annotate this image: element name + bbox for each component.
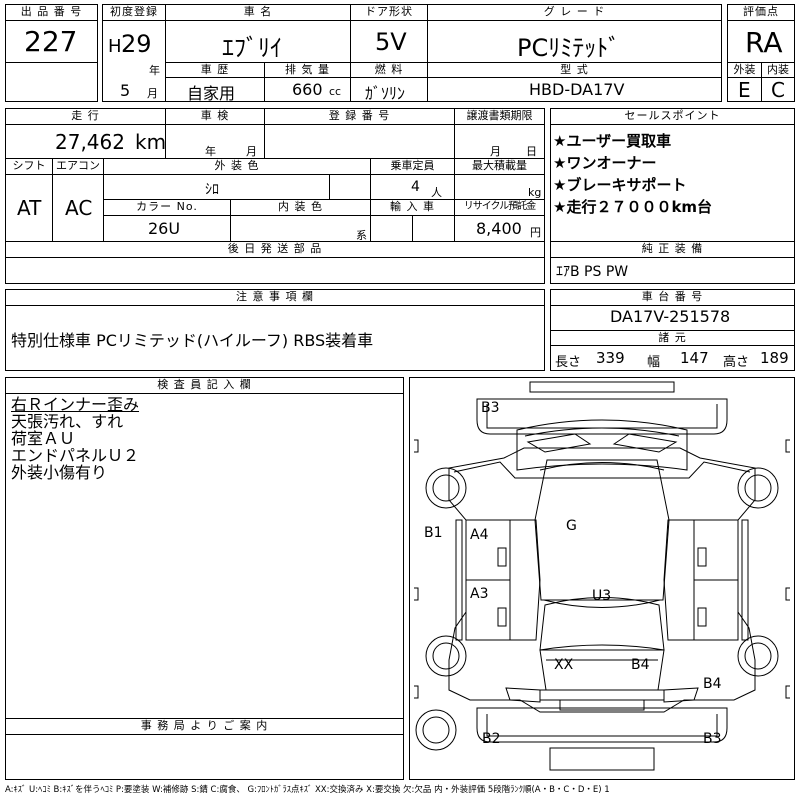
exterior-header: 外装 [733,63,756,76]
capacity-value: 4 [411,179,420,195]
damage-mark-u3: U3 [592,588,612,604]
insp-month-unit: 月 [246,145,257,158]
sales-point-4: ★走行２７０００km台 [553,198,713,216]
height-label: 高さ [723,355,750,370]
month-unit: 月 [147,87,158,100]
width-value: 147 [680,349,709,367]
import-header: 輸 入 車 [390,200,435,213]
notes-value: 特別仕様車 PCリミテッド(ハイルーフ) RBS装着車 [11,331,374,350]
first-reg-header: 初度登録 [110,5,158,18]
model-value: HBD-DA17V [529,80,625,99]
history-value: 自家用 [187,84,236,103]
shift-value: AT [17,196,42,220]
transfer-day-unit: 日 [526,145,537,158]
inspector-note-3: 荷室ＡＵ [11,429,76,448]
sales-points-header: セールスポイント [624,109,721,122]
aircon-header: エアコン [56,159,100,172]
shift-header: シフト [12,159,46,172]
color-no-value: 26U [148,219,181,238]
interior-value: C [771,78,785,102]
year-value: 29 [121,30,152,58]
displacement-unit: cc [329,85,342,98]
chassis-no-header: 車 台 番 号 [641,290,704,303]
specs-header: 諸 元 [658,331,687,344]
fuel-value: ｶﾞｿﾘﾝ [365,84,406,103]
rating-value: RA [745,26,783,59]
inspector-note-1: 右Ｒインナー歪み [11,395,140,414]
interior-color-unit: 系 [356,229,367,242]
inspector-note-4: エンドパネルＵ２ [11,446,140,465]
recycle-header: リサイクル預託金 [463,201,537,212]
damage-mark-g: G [566,518,577,534]
mileage-unit: km [135,130,167,154]
notes-header: 注 意 事 項 欄 [236,290,314,303]
width-label: 幅 [647,355,661,370]
grade-value: PCﾘﾐﾃｯﾄﾞ [517,34,621,62]
history-header: 車 歴 [200,63,230,76]
height-value: 189 [760,349,789,367]
chassis-no-value: DA17V-251578 [610,307,731,326]
fuel-header: 燃 料 [374,63,404,76]
model-header: 型 式 [560,63,589,76]
year-unit: 年 [149,64,160,77]
length-value: 339 [596,349,625,367]
aircon-value: AC [65,196,93,220]
damage-mark-a4: A4 [470,527,489,543]
exterior-value: E [738,78,751,102]
mileage-header: 走 行 [71,109,100,122]
max-load-header: 最大積載量 [472,159,527,172]
sales-point-2: ★ワンオーナー [553,154,657,172]
lot-no-header: 出 品 番 号 [20,5,83,18]
inspector-header: 検 査 員 記 入 欄 [157,378,252,391]
damage-mark-b3-bottom: B3 [703,731,722,747]
lot-no-value: 227 [24,25,78,58]
transfer-month-unit: 月 [490,145,501,158]
standard-equip-value: ｴｱB PS PW [556,264,629,280]
recycle-unit: 円 [530,226,541,239]
color-header: 外 装 色 [214,159,260,172]
damage-mark-b2: B2 [482,731,501,747]
door-header: ドア形状 [365,5,413,18]
standard-equip-header: 純 正 装 備 [641,242,704,255]
damage-mark-b4-inner: B4 [631,657,650,673]
office-header: 事 務 局 よ り ご 案 内 [140,719,269,732]
max-load-unit: kg [528,186,542,199]
era-value: H [108,36,122,57]
damage-mark-xx: XX [554,657,574,673]
car-name-header: 車 名 [243,5,273,18]
sales-point-3: ★ブレーキサポート [553,176,687,194]
capacity-unit: 人 [431,186,442,199]
interior-color-header: 内 装 色 [278,200,323,213]
later-parts-header: 後 日 発 送 部 品 [227,242,323,255]
car-name-value: ｴﾌﾞﾘｲ [222,34,282,62]
rating-header: 評価点 [743,5,779,18]
displacement-header: 排 気 量 [285,63,330,76]
sales-point-1: ★ユーザー買取車 [553,132,672,150]
damage-mark-b1: B1 [424,525,443,541]
mileage-value: 27,462 [55,130,125,154]
damage-mark-b3-top: B3 [481,400,500,416]
capacity-header: 乗車定員 [390,159,435,172]
insp-year-unit: 年 [205,145,216,158]
inspector-note-2: 天張汚れ、すれ [11,412,124,431]
displacement-value: 660 [292,80,323,99]
damage-mark-b4-outer: B4 [703,676,722,692]
transfer-deadline-header: 譲渡書類期限 [466,109,533,122]
inspection-header: 車 検 [200,109,230,122]
length-label: 長さ [555,355,582,370]
interior-header: 内装 [767,63,789,76]
month-value: 5 [120,81,131,100]
grade-header: グ レ ー ド [543,5,606,18]
reg-no-header: 登 録 番 号 [328,109,391,122]
door-value: 5V [375,28,407,56]
car-diagram [410,378,794,779]
color-no-header: カラー No. [136,200,198,213]
legend-text: A:ｷｽﾞ U:ﾍｺﾐ B:ｷｽﾞを伴うﾍｺﾐ P:要塗装 W:補修跡 S:錆 … [5,785,610,795]
damage-mark-a3: A3 [470,586,489,602]
inspector-note-5: 外装小傷有り [11,463,108,482]
color-value: ｼﾛ [205,182,219,198]
recycle-value: 8,400 [476,219,522,238]
